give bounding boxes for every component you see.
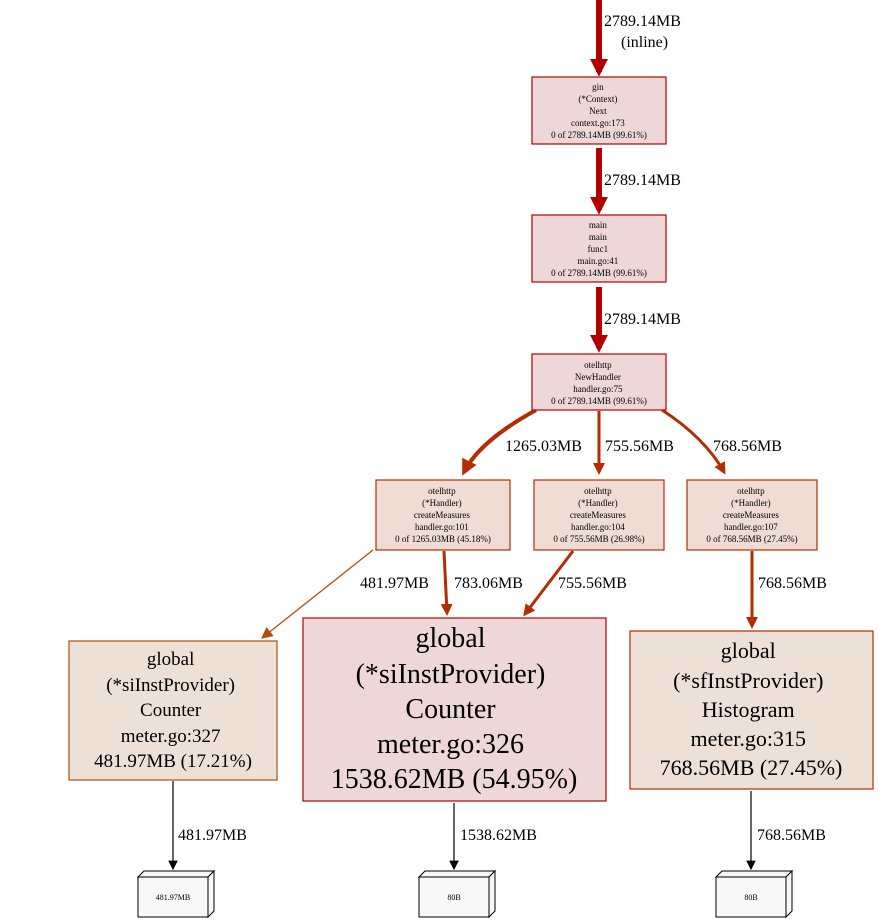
node-line: NewHandler	[575, 372, 621, 382]
node-line: 0 of 2789.14MB (99.61%)	[551, 396, 647, 406]
leaf-label: 80B	[744, 893, 757, 902]
leaf-box-481mb[interactable]: 481.97MB	[136, 869, 216, 919]
node-line: createMeasures	[414, 510, 470, 520]
edge-label: 768.56MB	[757, 827, 826, 844]
node-line: Counter	[405, 694, 496, 725]
node-createmeasures-101[interactable]: otelhttp (*Handler) createMeasures handl…	[375, 479, 511, 551]
edge-sublabel: (inline)	[621, 34, 668, 51]
edge-label: 783.06MB	[454, 575, 523, 592]
node-line: 0 of 755.56MB (26.98%)	[553, 534, 644, 544]
node-line: otelhttp	[428, 486, 456, 496]
node-line: global	[147, 649, 195, 670]
edge-otel-to-cm104: 755.56MB	[593, 411, 674, 475]
edge-c327-to-leaf: 481.97MB	[168, 781, 247, 871]
edge-label: 2789.14MB	[604, 311, 681, 328]
node-line: 0 of 1265.03MB (45.18%)	[395, 534, 491, 544]
node-line: handler.go:101	[415, 522, 469, 532]
node-line: otelhttp	[584, 486, 612, 496]
node-line: (*Handler)	[422, 498, 461, 508]
node-line: func1	[588, 244, 609, 254]
node-createmeasures-107[interactable]: otelhttp (*Handler) createMeasures handl…	[686, 479, 818, 551]
edge-label: 2789.14MB	[604, 13, 681, 30]
node-line: handler.go:104	[571, 522, 625, 532]
node-counter-327[interactable]: global (*siInstProvider) Counter meter.g…	[68, 640, 278, 781]
node-line: (*sfInstProvider)	[673, 668, 823, 693]
svg-text:otelhttp (*Handler): otelhttp (*Handler) createMeasures handl…	[395, 486, 491, 544]
svg-text:global (*sfInstProvider): global (*sfInstProvider) Histogram meter…	[660, 638, 843, 780]
svg-text:gin (*Context) Nex: gin (*Context) Next context.go:173 0 of …	[551, 82, 647, 140]
node-histogram-315[interactable]: global (*sfInstProvider) Histogram meter…	[629, 630, 874, 790]
node-line: 0 of 768.56MB (27.45%)	[706, 534, 797, 544]
edge-label: 2789.14MB	[604, 172, 681, 189]
node-line: 0 of 2789.14MB (99.61%)	[551, 130, 647, 140]
leaf-box-80b-counter[interactable]: 80B	[417, 869, 497, 919]
node-line: Histogram	[702, 697, 795, 722]
edge-label: 768.56MB	[758, 575, 827, 592]
node-line: handler.go:107	[724, 522, 778, 532]
node-line: 0 of 2789.14MB (99.61%)	[551, 268, 647, 278]
node-gin-context-next[interactable]: gin (*Context) Next context.go:173 0 of …	[531, 76, 667, 145]
node-line: main	[589, 232, 607, 242]
leaf-label: 80B	[447, 893, 460, 902]
node-line: main	[589, 220, 607, 230]
edge-otel-to-cm107: 768.56MB	[661, 408, 782, 475]
edge-main-to-otel: 2789.14MB	[590, 287, 681, 353]
node-line: otelhttp	[584, 360, 612, 370]
node-line: 481.97MB (17.21%)	[94, 751, 252, 772]
svg-text:otelhttp NewHandler: otelhttp NewHandler handler.go:75 0 of 2…	[551, 360, 647, 406]
edge-label: 768.56MB	[713, 438, 782, 455]
edge-label: 1538.62MB	[460, 827, 537, 844]
edge-c326-to-leaf: 1538.62MB	[449, 803, 537, 871]
leaf-box-80b-histogram[interactable]: 80B	[714, 869, 794, 919]
edge-cm101-to-c327: 481.97MB	[260, 549, 429, 639]
edge-cm101-to-c326: 783.06MB	[440, 550, 523, 616]
node-line: meter.go:315	[691, 726, 806, 751]
edge-cm104-to-c326: 755.56MB	[523, 550, 627, 617]
edge-otel-to-cm101: 1265.03MB	[462, 408, 582, 476]
node-line: otelhttp	[737, 486, 765, 496]
svg-text:global (*siInstProvider): global (*siInstProvider) Counter meter.g…	[94, 649, 252, 772]
edge-top-in: 2789.14MB (inline)	[590, 0, 681, 77]
node-line: Next	[589, 106, 607, 116]
edge-cm107-to-h315: 768.56MB	[746, 551, 827, 629]
edge-label: 481.97MB	[360, 575, 429, 592]
edge-label: 755.56MB	[605, 438, 674, 455]
edge-label: 1265.03MB	[505, 438, 582, 455]
edge-h315-to-leaf: 768.56MB	[746, 791, 826, 871]
node-line: createMeasures	[723, 510, 779, 520]
node-line: context.go:173	[571, 118, 625, 128]
node-main-func1[interactable]: main main func1 main.go:41 0 of 2789.14M…	[531, 214, 667, 283]
node-line: gin	[592, 82, 604, 92]
node-line: (*siInstProvider)	[106, 675, 235, 696]
node-line: createMeasures	[570, 510, 626, 520]
edge-label: 481.97MB	[178, 827, 247, 844]
node-line: Counter	[140, 700, 202, 721]
edge-label: 755.56MB	[558, 575, 627, 592]
node-line: main.go:41	[578, 256, 619, 266]
svg-text:global (*siInstProvider): global (*siInstProvider) Counter meter.g…	[331, 623, 578, 795]
svg-text:main main func1: main main func1 main.go:41 0 of 2789.14M…	[551, 220, 647, 278]
node-line: (*siInstProvider)	[356, 659, 546, 690]
node-line: global	[721, 638, 776, 663]
svg-text:otelhttp (*Handler): otelhttp (*Handler) createMeasures handl…	[706, 486, 797, 544]
node-line: meter.go:326	[377, 729, 524, 760]
node-line: 768.56MB (27.45%)	[660, 755, 843, 780]
node-createmeasures-104[interactable]: otelhttp (*Handler) createMeasures handl…	[533, 479, 665, 551]
leaf-label: 481.97MB	[156, 893, 190, 902]
node-otelhttp-newhandler[interactable]: otelhttp NewHandler handler.go:75 0 of 2…	[531, 353, 667, 411]
node-line: 1538.62MB (54.95%)	[331, 764, 578, 795]
node-line: (*Handler)	[731, 498, 770, 508]
node-line: global	[416, 623, 486, 654]
node-line: handler.go:75	[573, 384, 623, 394]
node-line: meter.go:327	[121, 726, 221, 747]
node-counter-326[interactable]: global (*siInstProvider) Counter meter.g…	[302, 617, 607, 802]
node-line: (*Context)	[578, 94, 617, 104]
node-line: (*Handler)	[578, 498, 617, 508]
edge-gin-to-main: 2789.14MB	[590, 148, 681, 215]
svg-text:otelhttp (*Handler): otelhttp (*Handler) createMeasures handl…	[553, 486, 644, 544]
